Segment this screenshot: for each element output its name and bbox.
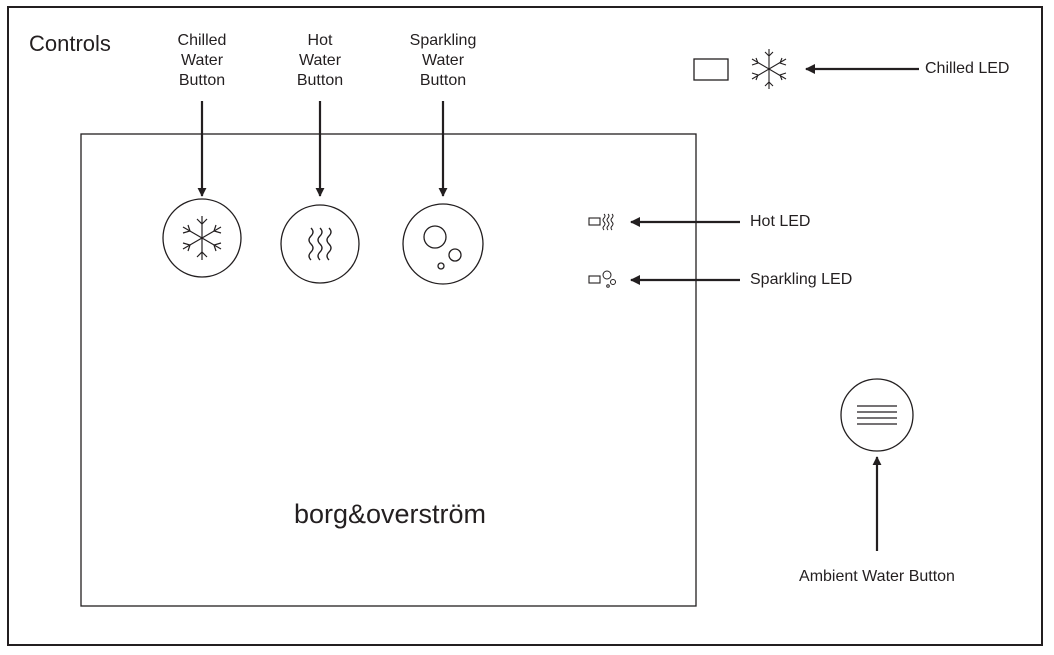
snowflake-icon: [751, 49, 787, 89]
ambient-water-button-label: Ambient Water Button: [799, 568, 955, 585]
chilled-water-button-label: Chilled Water Button: [157, 31, 247, 91]
label-line: Hot: [307, 32, 333, 49]
heat-waves-icon: [308, 227, 332, 261]
chilled-water-button[interactable]: [162, 198, 242, 278]
hot-water-button[interactable]: [280, 204, 360, 284]
hot-led-label: Hot LED: [750, 213, 811, 230]
brand-logo-text: borg&overström: [293, 499, 487, 529]
bubbles-icon: [602, 270, 616, 288]
hot-led-indicator: [588, 217, 601, 226]
label-line: Water: [421, 52, 465, 69]
chilled-led-label: Chilled LED: [925, 60, 1010, 77]
snowflake-icon: [182, 216, 222, 260]
page-title: Controls: [29, 31, 111, 56]
label-line: Button: [178, 72, 226, 89]
sparkling-water-button[interactable]: [402, 203, 484, 285]
ambient-lines-icon: [857, 405, 897, 425]
label-line: Button: [296, 72, 344, 89]
label-line: Water: [298, 52, 342, 69]
sparkling-led-indicator: [588, 275, 601, 284]
label-line: Chilled: [177, 32, 227, 49]
hot-water-button-label: Hot Water Button: [275, 31, 365, 91]
label-line: Button: [419, 72, 467, 89]
sparkling-water-button-label: Sparkling Water Button: [393, 31, 493, 91]
chilled-led-indicator: [693, 58, 729, 81]
label-line: Sparkling: [409, 32, 477, 49]
bubbles-icon: [423, 225, 462, 270]
ambient-water-button[interactable]: [840, 378, 914, 452]
heat-waves-icon: [602, 213, 614, 231]
control-panel: [80, 133, 697, 607]
diagram-frame: [7, 6, 1043, 646]
sparkling-led-label: Sparkling LED: [750, 271, 853, 288]
label-line: Water: [180, 52, 224, 69]
